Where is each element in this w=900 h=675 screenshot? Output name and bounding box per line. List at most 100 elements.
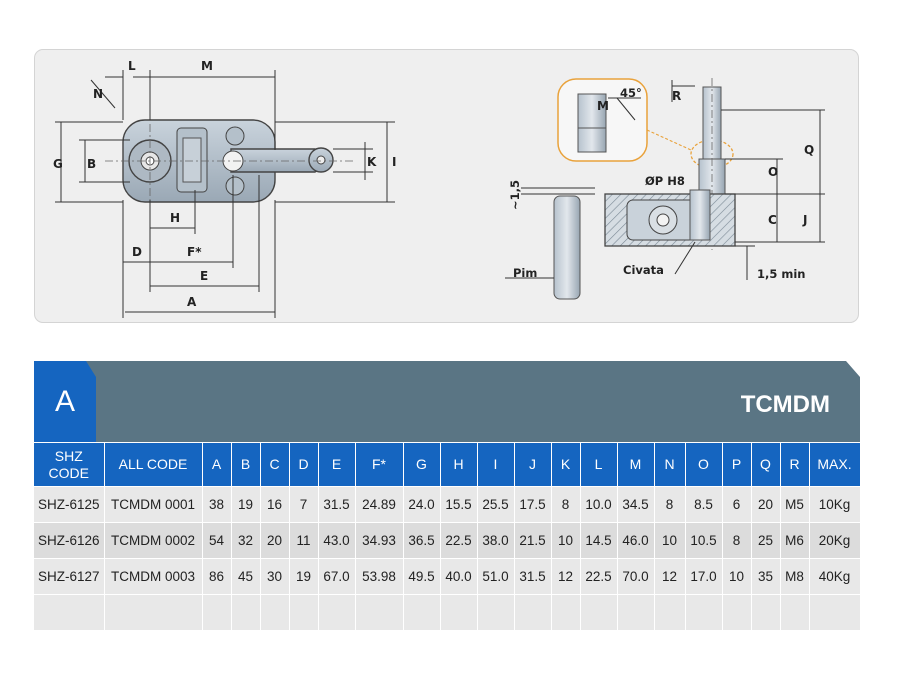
table-cell xyxy=(685,594,723,631)
table-cell: 40Kg xyxy=(809,558,861,595)
dim-gap-label: ~1,5 xyxy=(508,180,522,210)
table-cell xyxy=(654,594,686,631)
table-cell: 20 xyxy=(260,522,290,559)
dim-n-label: N xyxy=(93,87,103,101)
table-cell: 54 xyxy=(202,522,232,559)
table-cell: 17.5 xyxy=(514,486,552,523)
table-cell xyxy=(440,594,478,631)
table-cell: TCMDM 0002 xyxy=(104,522,203,559)
col-header: C xyxy=(260,443,290,487)
table-cell xyxy=(722,594,752,631)
table-cell xyxy=(780,594,810,631)
table-row-empty xyxy=(34,594,861,631)
civata-label: Civata xyxy=(623,263,664,277)
table-cell: 8 xyxy=(551,486,581,523)
col-header: N xyxy=(654,443,686,487)
col-header: K xyxy=(551,443,581,487)
col-header: M xyxy=(617,443,655,487)
col-header: ALL CODE xyxy=(104,443,203,487)
dim-l-label: L xyxy=(128,59,136,73)
dim-p-label: ØP H8 xyxy=(645,174,685,188)
table-cell: 86 xyxy=(202,558,232,595)
table-cell: 31.5 xyxy=(318,486,356,523)
table-cell: 32 xyxy=(231,522,261,559)
table-cell: 12 xyxy=(551,558,581,595)
table-cell: 10.5 xyxy=(685,522,723,559)
technical-drawing: L M N G B K I H D F* E A xyxy=(53,59,825,318)
col-header: P xyxy=(722,443,752,487)
series-badge: A xyxy=(54,385,75,418)
dim-j-label: J xyxy=(802,213,807,227)
col-header: F* xyxy=(355,443,404,487)
header-band-shape xyxy=(34,361,860,442)
table-cell: 22.5 xyxy=(440,522,478,559)
table-cell xyxy=(551,594,581,631)
table-cell: 19 xyxy=(231,486,261,523)
table-cell: M6 xyxy=(780,522,810,559)
col-header: G xyxy=(403,443,441,487)
dim-i-label: I xyxy=(392,155,396,169)
table-cell: 67.0 xyxy=(318,558,356,595)
detail-m-label: M xyxy=(597,99,609,113)
table-cell xyxy=(104,594,203,631)
table-cell: 38 xyxy=(202,486,232,523)
table-row: SHZ-6126 TCMDM 0002 54 32 20 11 43.0 34.… xyxy=(34,522,861,559)
table-cell: 15.5 xyxy=(440,486,478,523)
dim-f-label: F* xyxy=(187,245,202,259)
col-header: MAX. xyxy=(809,443,861,487)
table-cell: 24.0 xyxy=(403,486,441,523)
table-cell: 8.5 xyxy=(685,486,723,523)
table-cell xyxy=(202,594,232,631)
table-cell: 11 xyxy=(289,522,319,559)
table-header-row: SHZ CODE ALL CODE A B C D E F* G H I J K… xyxy=(34,443,861,487)
table-cell: 10 xyxy=(654,522,686,559)
table-cell: 46.0 xyxy=(617,522,655,559)
table-cell xyxy=(289,594,319,631)
table-cell xyxy=(514,594,552,631)
table-cell xyxy=(34,594,105,631)
table-cell: 24.89 xyxy=(355,486,404,523)
table-row: SHZ-6125 TCMDM 0001 38 19 16 7 31.5 24.8… xyxy=(34,486,861,523)
table-cell: 6 xyxy=(722,486,752,523)
table-cell: SHZ-6125 xyxy=(34,486,105,523)
table-cell: 17.0 xyxy=(685,558,723,595)
pim-label: Pim xyxy=(513,266,537,280)
table-cell: 34.5 xyxy=(617,486,655,523)
table-cell: 20Kg xyxy=(809,522,861,559)
table-cell: 25.5 xyxy=(477,486,515,523)
product-header: A TCMDM xyxy=(34,361,860,442)
detail-angle-label: 45° xyxy=(620,86,642,100)
table-cell: 10Kg xyxy=(809,486,861,523)
table-cell: 43.0 xyxy=(318,522,356,559)
col-header: SHZ CODE xyxy=(34,443,105,487)
col-header: E xyxy=(318,443,356,487)
table-cell: 12 xyxy=(654,558,686,595)
dim-k-label: K xyxy=(367,155,377,169)
col-header: R xyxy=(780,443,810,487)
col-header: O xyxy=(685,443,723,487)
table-cell: 31.5 xyxy=(514,558,552,595)
table-cell: 8 xyxy=(722,522,752,559)
dim-g-label: G xyxy=(53,157,63,171)
dim-h-label: H xyxy=(170,211,180,225)
table-cell: 22.5 xyxy=(580,558,618,595)
table-cell: 10 xyxy=(722,558,752,595)
dim-r-label: R xyxy=(672,89,681,103)
table-cell: 70.0 xyxy=(617,558,655,595)
technical-drawing-panel: L M N G B K I H D F* E A xyxy=(34,49,859,323)
dim-d-label: D xyxy=(132,245,142,259)
side-view xyxy=(505,78,825,300)
table-cell xyxy=(355,594,404,631)
col-header: H xyxy=(440,443,478,487)
table-cell xyxy=(617,594,655,631)
table-cell: 36.5 xyxy=(403,522,441,559)
dim-q-label: Q xyxy=(804,143,814,157)
table-cell xyxy=(477,594,515,631)
col-header: A xyxy=(202,443,232,487)
col-header: L xyxy=(580,443,618,487)
table-cell: 7 xyxy=(289,486,319,523)
table-cell: 16 xyxy=(260,486,290,523)
table-cell xyxy=(580,594,618,631)
table-cell: TCMDM 0003 xyxy=(104,558,203,595)
spec-table: SHZ CODE ALL CODE A B C D E F* G H I J K… xyxy=(34,443,861,631)
